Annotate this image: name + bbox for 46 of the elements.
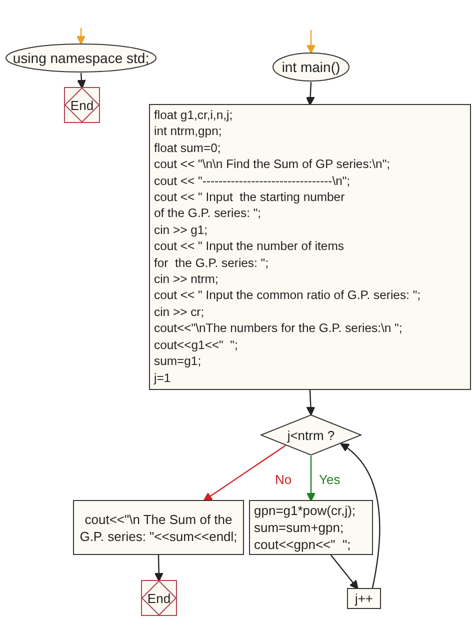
node-label: End (70, 96, 94, 114)
terminal-ellipse (272, 52, 350, 82)
arrow (306, 456, 316, 502)
code-line: int ntrm,gpn; (154, 123, 222, 140)
code-line: cout<<g1<<" "; (154, 336, 238, 354)
node-label: int main() (282, 58, 340, 76)
arrow (306, 30, 316, 54)
node-label: using namespace std; (12, 50, 150, 66)
code-line: sum=g1; (154, 353, 202, 370)
arrow (203, 445, 286, 502)
code-line: float g1,cr,i,n,j; (154, 107, 233, 124)
terminal-ellipse (5, 43, 157, 73)
code-line: cout << " Input the starting number of the G.P. series: "; (154, 189, 346, 222)
edge-label: Yes (318, 472, 342, 487)
code-line: float sum=0; (154, 140, 221, 156)
code-line: gpn=g1*pow(cr,j); (254, 502, 356, 519)
node-label: End (147, 590, 171, 606)
condition-text: j<ntrm ? (287, 426, 335, 444)
end-terminal (141, 580, 177, 616)
node-label: j++ (354, 590, 374, 607)
code-line: cin >> g1; (154, 222, 208, 238)
process-box (73, 500, 244, 555)
arrow (340, 443, 380, 588)
code-line: sum=sum+gpn; (254, 519, 344, 536)
process-box (149, 104, 471, 390)
arrow (330, 554, 358, 590)
process-box (347, 588, 381, 609)
code-line: cin >> ntrm; (154, 271, 218, 288)
end-terminal (64, 87, 100, 123)
arrow (77, 72, 86, 88)
code-line: j=1 (154, 370, 171, 386)
arrow (76, 28, 86, 44)
code-line: cout << "--------------------------------\n"; (154, 172, 350, 190)
process-box (249, 500, 373, 555)
arrow (306, 390, 316, 416)
arrow (306, 82, 315, 106)
code-line: cin >> cr; (154, 304, 204, 320)
edge-label: No (274, 472, 293, 487)
decision-diamond (260, 414, 362, 456)
code-line: cout << "\n\n Find the Sum of GP series:\n"; (154, 156, 390, 173)
code-line: cout << " Input the number of items for the G.P. series: "; (154, 238, 345, 272)
node-label: cout<<"\n The Sum of the G.P. series: "<<sum<<endl; (78, 510, 238, 544)
code-line: cout<<gpn<<" "; (254, 536, 351, 553)
arrow (154, 554, 164, 582)
code-line: cout<<"\nThe numbers for the G.P. series:\n "; (154, 320, 402, 337)
code-line: cout << " Input the common ratio of G.P. series: "; (154, 287, 421, 304)
